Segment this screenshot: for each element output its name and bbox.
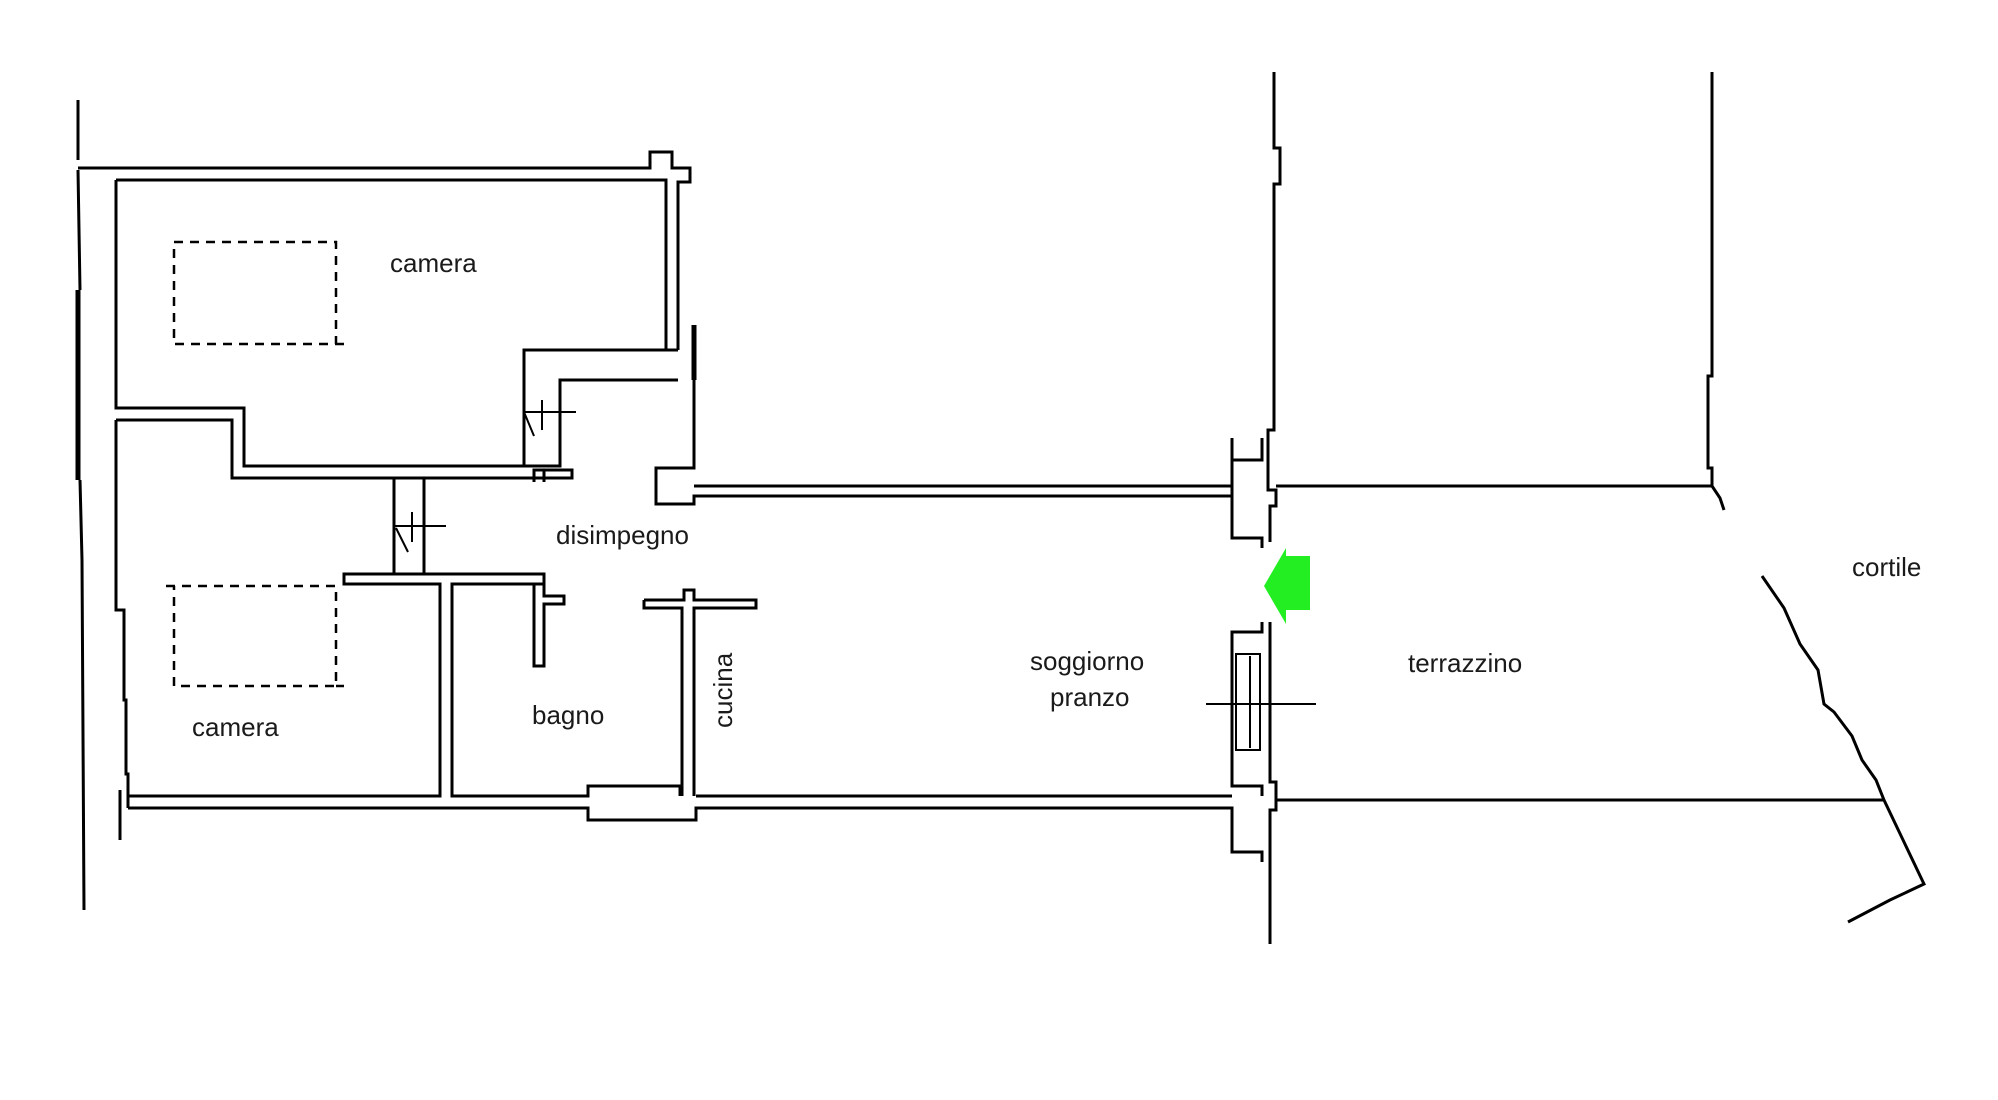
facade-upper <box>1266 72 1282 542</box>
room-labels: camera disimpegno camera bagno cucina so… <box>192 248 1921 742</box>
living-entry-pillar <box>1230 496 1264 548</box>
label-cortile: cortile <box>1852 552 1921 582</box>
facade-lower <box>1268 622 1278 944</box>
kitchen-partition <box>642 588 758 796</box>
bedroom-top-wall <box>78 150 692 350</box>
bedroom-top-left-wall-inner <box>522 348 678 466</box>
label-cucina: cucina <box>708 652 738 728</box>
label-pranzo: pranzo <box>1050 682 1130 712</box>
bedroom-bottom-left-wall <box>114 420 130 796</box>
living-window <box>1235 653 1261 751</box>
label-terrazzino: terrazzino <box>1408 648 1522 678</box>
bedroom-divider-wall <box>116 418 574 482</box>
bagno-right-wall <box>532 584 566 668</box>
bedroom-top-wall-inner <box>116 178 668 350</box>
label-bagno: bagno <box>532 700 604 730</box>
walls <box>75 72 1927 944</box>
corridor-upper-wall <box>654 380 1264 506</box>
left-outer-edge <box>76 100 86 911</box>
bed-top <box>172 240 344 346</box>
courtyard-boundary <box>1760 575 1927 924</box>
door-swing-top <box>523 400 576 437</box>
closet-wall <box>522 350 562 466</box>
bedroom-bottom-floor-wall <box>128 572 682 798</box>
facade-door-pillar <box>1230 622 1264 796</box>
bottom-exterior-wall <box>118 790 1264 862</box>
bed-bottom <box>166 584 344 688</box>
label-disimpegno: disimpegno <box>556 520 689 550</box>
furniture <box>166 240 344 688</box>
label-camera-top: camera <box>390 248 477 278</box>
label-soggiorno: soggiorno <box>1030 646 1144 676</box>
green-arrow-icon <box>1264 548 1310 624</box>
door-swing-bottom <box>394 512 446 553</box>
right-building-edge <box>1706 72 1726 511</box>
label-camera-bottom: camera <box>192 712 279 742</box>
bedroom-top-left-wall <box>114 180 678 468</box>
